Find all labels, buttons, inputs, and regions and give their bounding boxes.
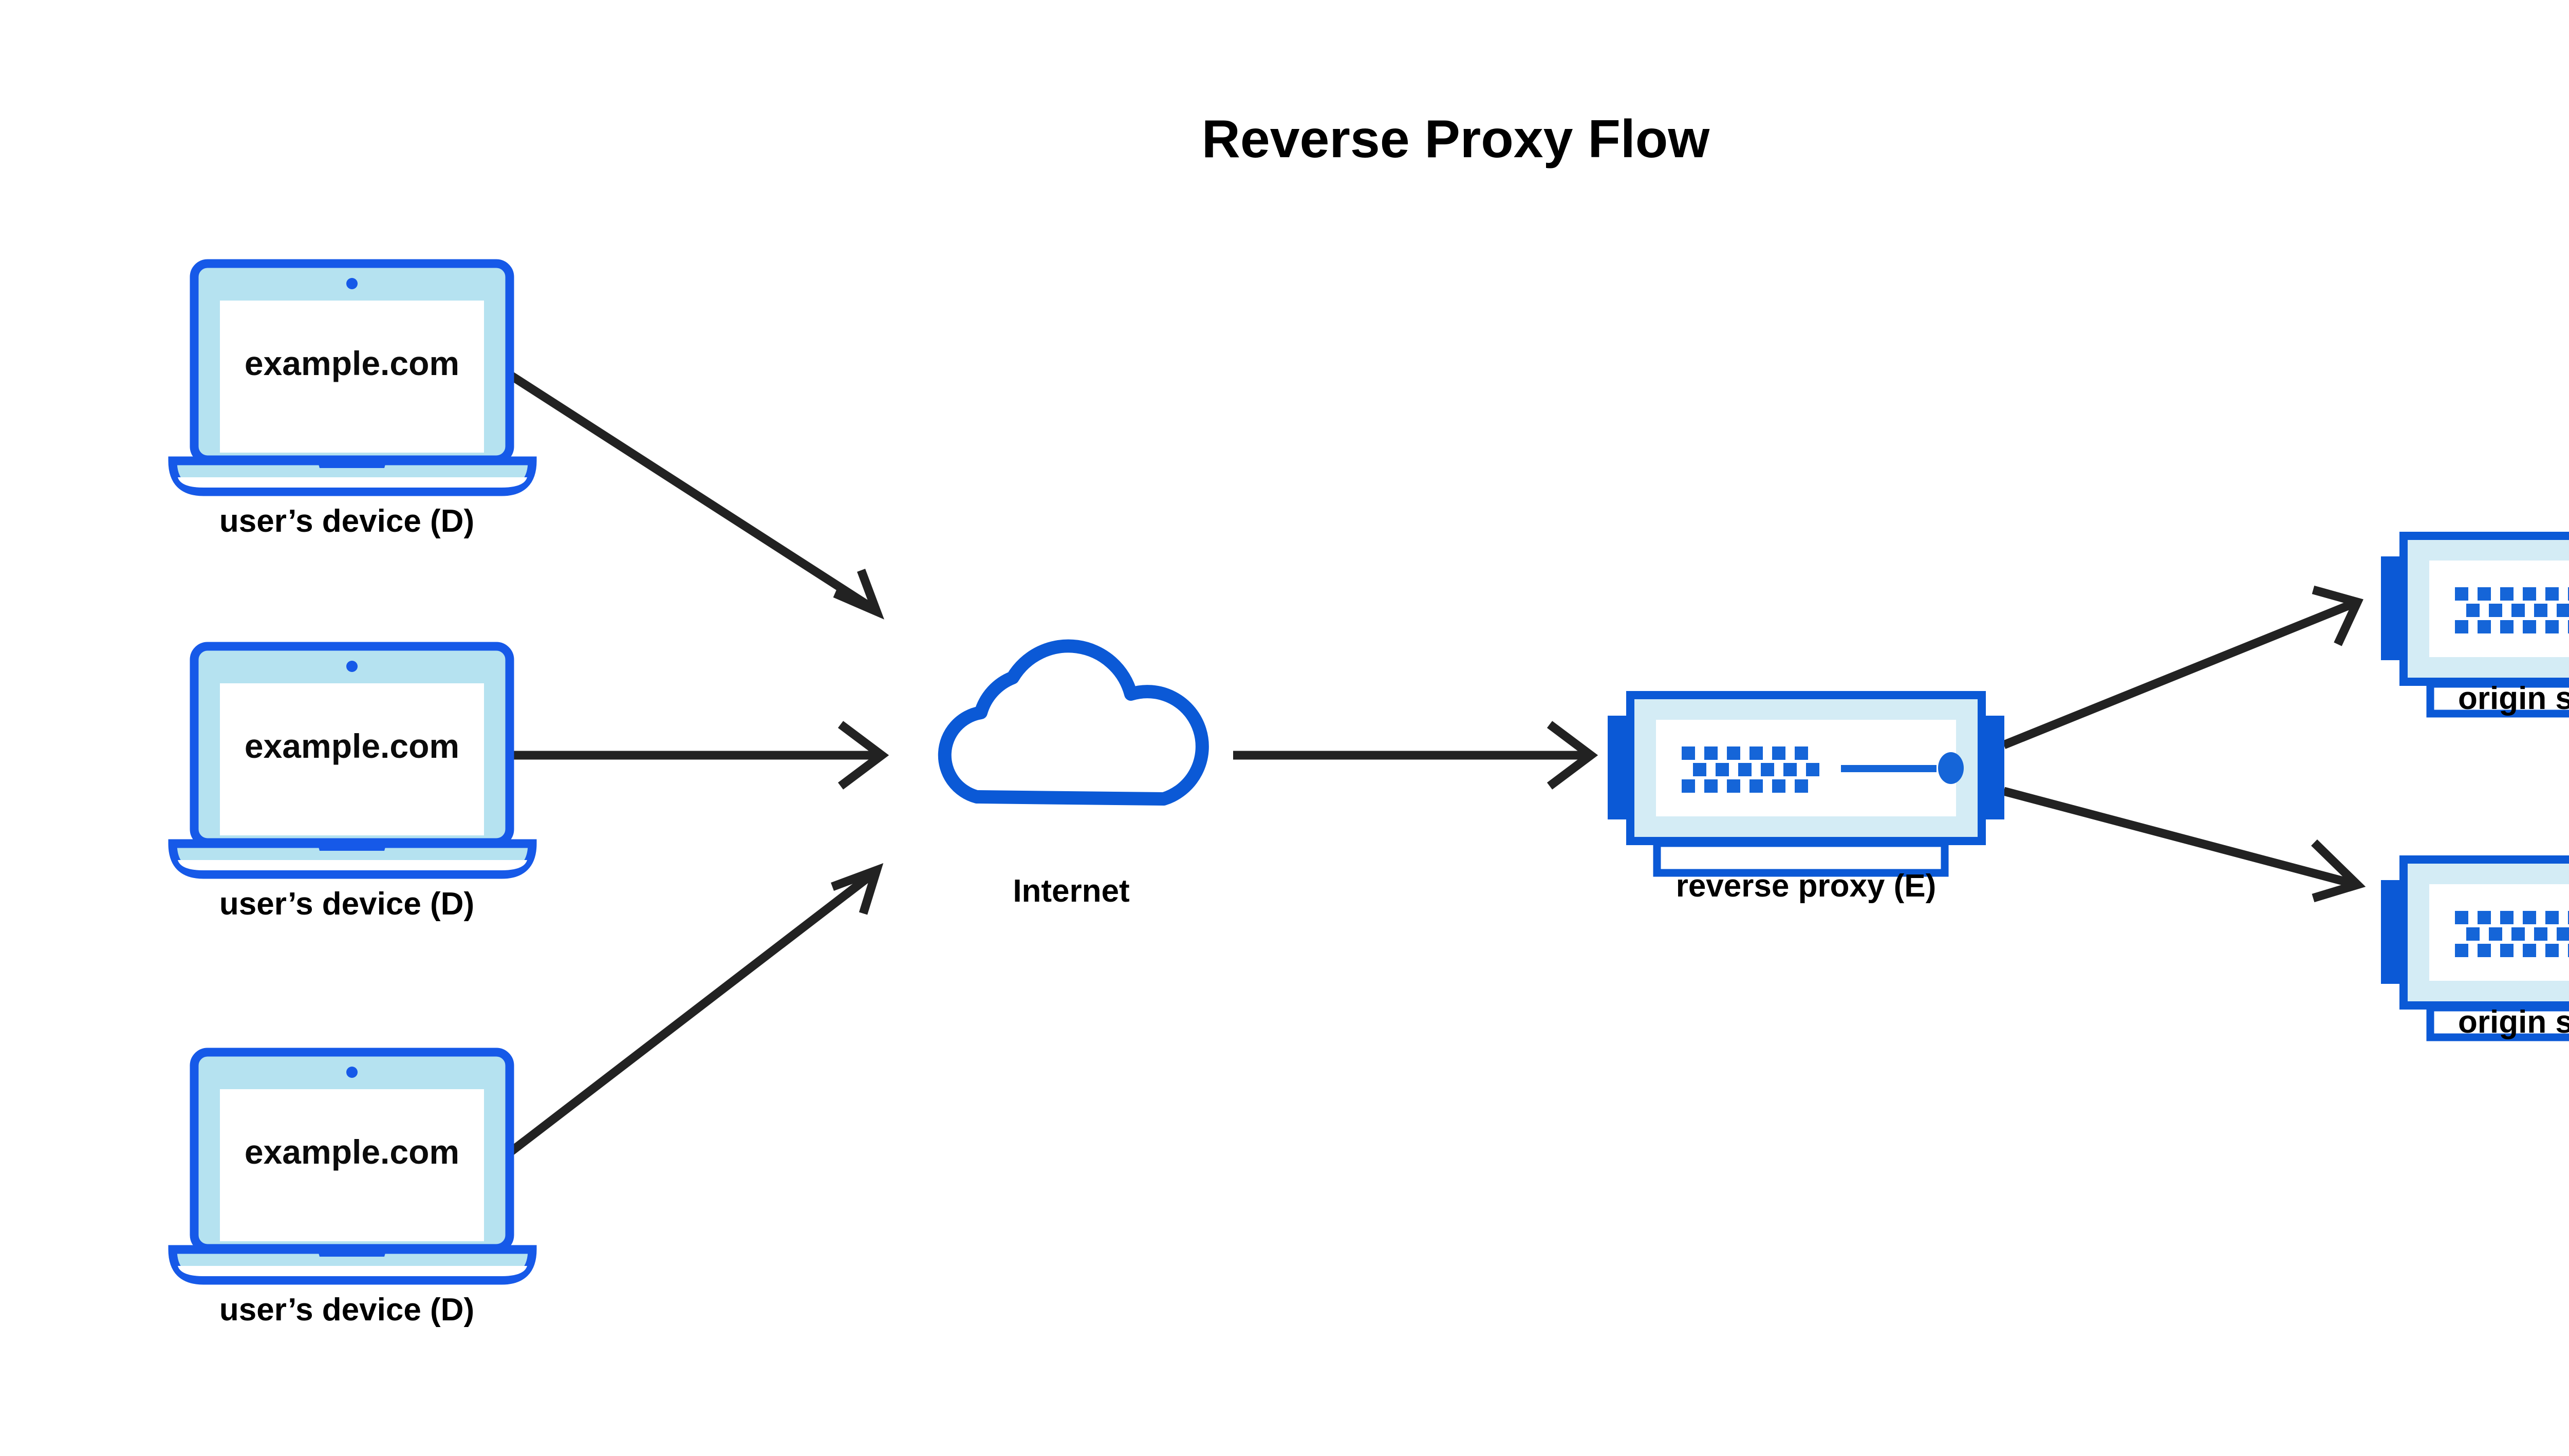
- node-device-bottom[interactable]: example.com user’s device (D): [173, 1052, 532, 1328]
- internet-label: Internet: [1013, 873, 1129, 909]
- node-device-top[interactable]: example.com user’s device (D): [173, 264, 532, 539]
- arrowhead-icon: [2311, 839, 2366, 903]
- device-bottom-label: user’s device (D): [219, 1292, 474, 1328]
- server-icon: [1608, 695, 2004, 873]
- page-title: Reverse Proxy Flow: [1202, 109, 1710, 169]
- device-top-label: user’s device (D): [219, 503, 474, 539]
- edge-device-top-to-internet: [506, 370, 884, 620]
- arrowhead-icon: [833, 569, 884, 620]
- cloud-icon: [945, 646, 1202, 799]
- arrowhead-icon: [2312, 585, 2363, 646]
- node-internet[interactable]: Internet: [945, 646, 1202, 909]
- arrowhead-icon: [831, 863, 884, 915]
- arrowhead-icon: [1547, 721, 1598, 790]
- device-top-screen-text: example.com: [245, 344, 459, 382]
- origin-bottom-label: origin server (F): [2458, 1004, 2569, 1040]
- reverse-proxy-label: reverse proxy (E): [1676, 868, 1937, 904]
- edge-device-middle-to-internet: [509, 721, 889, 790]
- device-bottom-screen-text: example.com: [245, 1133, 459, 1171]
- edge-device-bottom-to-internet: [506, 863, 884, 1157]
- node-reverse-proxy[interactable]: reverse proxy (E): [1608, 695, 2004, 904]
- edge-reverse-proxy-to-origin-bottom: [2002, 787, 2366, 903]
- device-middle-label: user’s device (D): [219, 886, 474, 922]
- node-origin-bottom[interactable]: origin server (F): [2381, 860, 2569, 1040]
- origin-top-label: origin server (F): [2458, 681, 2569, 716]
- edge-internet-to-reverse-proxy: [1233, 721, 1598, 790]
- edge-reverse-proxy-to-origin-top: [2002, 585, 2363, 749]
- node-origin-top[interactable]: origin server (F): [2381, 536, 2569, 716]
- node-device-middle[interactable]: example.com user’s device (D): [173, 646, 532, 922]
- device-middle-screen-text: example.com: [245, 727, 459, 765]
- arrowhead-icon: [837, 721, 889, 790]
